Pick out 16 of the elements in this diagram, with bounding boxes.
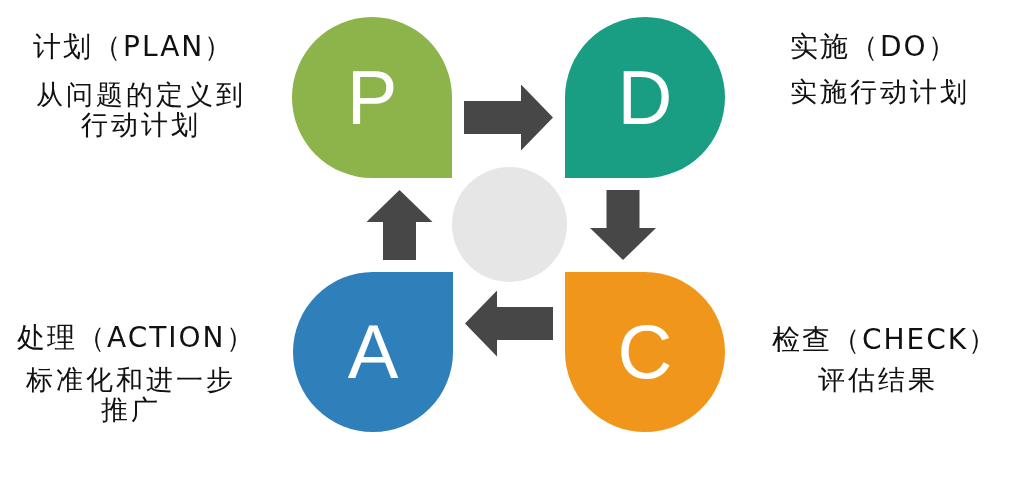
phase-heading: 处理（ACTION） — [17, 321, 256, 355]
phase-heading: 计划（PLAN） — [33, 30, 235, 64]
block-arrow — [366, 190, 433, 260]
phase-letter: D — [617, 59, 673, 136]
phase-description: 标准化和进一步推广 — [25, 365, 237, 425]
phase-letter: P — [346, 59, 398, 136]
phase-description: 实施行动计划 — [790, 77, 971, 107]
phase-heading: 检查（CHECK） — [772, 323, 999, 357]
phase-heading: 实施（DO） — [790, 30, 958, 64]
block-arrow — [465, 290, 553, 357]
phase-letter: A — [347, 314, 399, 390]
block-arrow — [590, 190, 656, 260]
phase-letter: C — [617, 314, 673, 390]
phase-description: 评估结果 — [818, 365, 939, 395]
phase-description: 从问题的定义到行动计划 — [35, 80, 247, 140]
block-arrow — [464, 84, 553, 151]
